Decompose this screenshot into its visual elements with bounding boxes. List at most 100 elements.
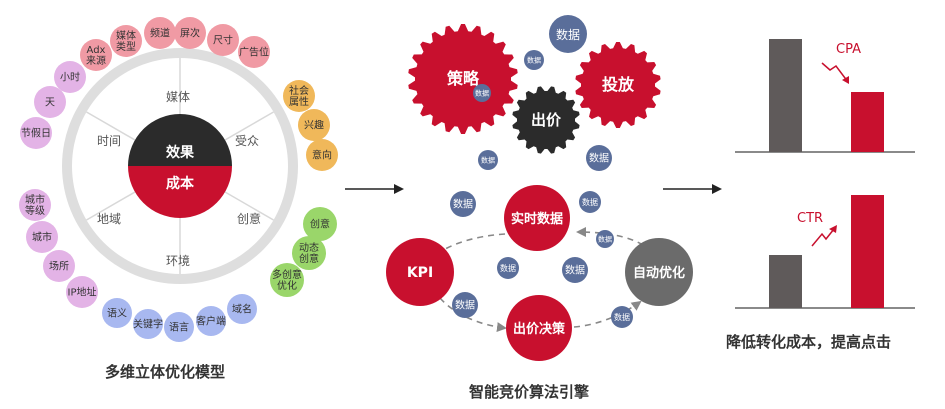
- mini-data-9-label: 数据: [455, 299, 475, 312]
- orange-bubble-2-label: 意向: [312, 149, 332, 162]
- purple-bubble-4: 城市: [26, 221, 58, 253]
- caption-multidimensional-model: 多维立体优化模型: [105, 363, 226, 381]
- mini-data-1: 数据: [473, 84, 491, 102]
- ctr-up-arrow: [811, 228, 835, 247]
- cost-ctr-bars: CPA CTR: [735, 39, 915, 309]
- purple-bubble-1-shape: [34, 86, 66, 118]
- caption-bidding-engine: 智能竞价算法引擎: [469, 383, 590, 401]
- purple-bubble-2-label: 节假日: [21, 127, 51, 140]
- blue-bubble-3: 客户端: [196, 306, 226, 336]
- mini-data-9: 数据: [452, 292, 478, 318]
- auto-optimize-node: [625, 238, 693, 306]
- orange-bubble-0-label: 社会属性: [289, 84, 309, 108]
- mini-data-7-label: 数据: [500, 263, 516, 273]
- blue-bubble-3-shape: [196, 306, 226, 336]
- green-bubble-1-label: 动态创意: [299, 241, 319, 265]
- pink-bubble-2-shape: [144, 17, 176, 49]
- pink-bubble-4-shape: [207, 24, 239, 56]
- purple-bubble-6-shape: [66, 276, 98, 308]
- pink-bubble-5: 广告位: [238, 36, 270, 68]
- blue-bubble-4: 域名: [227, 294, 257, 324]
- mini-data-6-shape: [596, 230, 614, 248]
- blue-bubble-0-shape: [102, 298, 132, 328]
- auto-optimize-label: 自动优化: [633, 265, 685, 281]
- purple-bubble-6-label: IP地址: [68, 286, 97, 299]
- orange-bubble-0: 社会属性: [283, 80, 315, 112]
- blue-bubble-3-label: 客户端: [196, 315, 226, 328]
- kpi-node: [386, 238, 454, 306]
- purple-bubble-3-label: 城市等级: [25, 193, 45, 217]
- mini-data-7: 数据: [497, 257, 519, 279]
- mini-data-5-label: 数据: [582, 197, 598, 207]
- green-bubble-2-shape: [270, 263, 304, 297]
- mini-data-10: 数据: [611, 306, 633, 328]
- green-bubble-2-label: 多创意优化: [272, 268, 302, 292]
- pink-bubble-3-label: 屏次: [180, 27, 200, 40]
- center-cost-label: 成本: [166, 175, 195, 192]
- gear-bid-label: 出价: [531, 111, 562, 129]
- mini-data-6-label: 数据: [598, 235, 612, 244]
- blue-bubble-2-shape: [164, 312, 194, 342]
- purple-bubble-5: 场所: [43, 250, 75, 282]
- purple-bubble-5-shape: [43, 250, 75, 282]
- mini-data-2: 数据: [478, 150, 498, 170]
- sector-audience: 受众: [235, 134, 259, 148]
- pink-bubble-1-shape: [110, 25, 142, 57]
- mini-data-8-shape: [562, 257, 588, 283]
- mini-data-bubbles: 数据数据数据数据数据数据数据数据数据数据数据: [450, 50, 633, 328]
- blue-bubble-4-shape: [227, 294, 257, 324]
- mini-data-9-shape: [452, 292, 478, 318]
- ctr-after-bar: [851, 195, 884, 308]
- mini-data-3: 数据: [586, 145, 612, 171]
- sector-environment: 环境: [166, 253, 190, 268]
- purple-bubble-4-label: 城市: [32, 231, 52, 244]
- purple-bubble-3-shape: [19, 189, 51, 221]
- center-effect-half: [128, 114, 232, 166]
- cpa-down-arrow: [821, 62, 849, 83]
- mini-data-2-shape: [478, 150, 498, 170]
- cpa-before-bar: [769, 39, 802, 152]
- blue-bubble-1-shape: [133, 309, 163, 339]
- mini-data-3-shape: [586, 145, 612, 171]
- mini-data-4-shape: [450, 191, 476, 217]
- blue-bubble-2: 语言: [164, 312, 194, 342]
- green-bubble-0: 创意: [303, 207, 337, 241]
- gear-strategy: [408, 24, 518, 134]
- pink-bubble-5-shape: [238, 36, 270, 68]
- green-bubble-1: 动态创意: [292, 236, 326, 270]
- purple-bubble-2-shape: [20, 117, 52, 149]
- pink-bubble-5-label: 广告位: [239, 46, 269, 59]
- center-effect-label: 效果: [166, 144, 195, 161]
- mini-data-0: 数据: [524, 50, 544, 70]
- loop-arrow-auto-to-realtime: [576, 227, 644, 246]
- mini-data-4-label: 数据: [453, 198, 473, 211]
- mini-data-1-shape: [473, 84, 491, 102]
- ctr-before-bar: [769, 255, 802, 308]
- pink-bubble-2-label: 频道: [150, 27, 170, 40]
- pink-bubble-3: 屏次: [174, 17, 206, 49]
- purple-bubble-4-shape: [26, 221, 58, 253]
- sector-region: 地域: [97, 212, 121, 226]
- purple-bubble-5-label: 场所: [49, 260, 69, 273]
- bid-decision-label: 出价决策: [513, 321, 566, 337]
- purple-bubble-1: 天: [34, 86, 66, 118]
- gear-delivery: [575, 42, 661, 128]
- caption-cost-reduction: 降低转化成本，提高点击: [726, 333, 892, 351]
- orange-bubble-1-label: 兴趣: [304, 119, 324, 132]
- cpa-after-bar: [851, 92, 884, 152]
- orange-bubble-1: 兴趣: [298, 109, 330, 141]
- green-bubble-0-label: 创意: [310, 218, 330, 231]
- mini-data-5-shape: [579, 191, 601, 213]
- mini-data-6: 数据: [596, 230, 614, 248]
- gear-bid-shape: [512, 86, 580, 154]
- gear-strategy-label: 策略: [446, 69, 480, 88]
- blue-bubble-1: 关键字: [133, 309, 163, 339]
- purple-bubble-3: 城市等级: [19, 189, 51, 221]
- blue-bubble-4-label: 域名: [232, 303, 252, 316]
- pink-bubble-1: 媒体类型: [110, 25, 142, 57]
- green-bubble-0-shape: [303, 207, 337, 241]
- orange-bubble-2-shape: [306, 139, 338, 171]
